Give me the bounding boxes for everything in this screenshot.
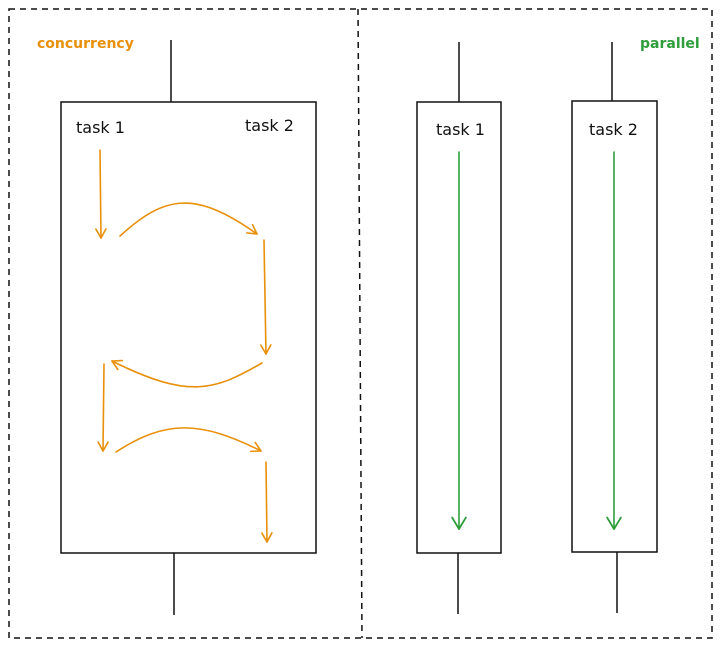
parallel-title: parallel bbox=[640, 36, 700, 52]
concurrency-task2-label: task 2 bbox=[245, 116, 294, 135]
task2-step2-arrow bbox=[261, 461, 273, 543]
concurrency-task1-label: task 1 bbox=[76, 118, 125, 137]
parallel-task1-box bbox=[416, 101, 502, 554]
switch-to-task2-again-arrow bbox=[115, 427, 262, 453]
task1-step1-arrow bbox=[95, 149, 107, 239]
task2-step1-arrow bbox=[260, 239, 272, 355]
concurrency-title: concurrency bbox=[37, 36, 134, 52]
parallel-task2-box bbox=[571, 100, 658, 553]
concurrency-flow-arrows bbox=[95, 149, 273, 543]
parallel-task2-label: task 2 bbox=[589, 120, 638, 139]
switch-to-task2-arrow bbox=[119, 202, 258, 237]
concurrency-panel: concurrency task 1 task 2 bbox=[37, 36, 317, 615]
parallel-task1-label: task 1 bbox=[436, 120, 485, 139]
task1-step2-arrow bbox=[97, 363, 109, 452]
switch-to-task1-arrow bbox=[111, 359, 263, 388]
concurrency-box bbox=[60, 101, 317, 554]
parallel-panel: parallel task 1 task 2 bbox=[416, 36, 700, 614]
outer-frame bbox=[8, 8, 713, 639]
panel-divider bbox=[357, 8, 363, 639]
